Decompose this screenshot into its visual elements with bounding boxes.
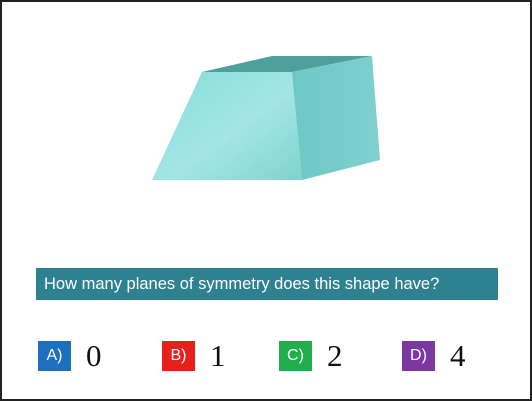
option-d[interactable]: D) 4 bbox=[402, 337, 466, 375]
option-b-badge: B) bbox=[162, 341, 195, 371]
question-text: How many planes of symmetry does this sh… bbox=[44, 275, 440, 293]
option-d-badge: D) bbox=[402, 341, 435, 371]
option-b-value: 1 bbox=[210, 338, 226, 373]
option-b[interactable]: B) 1 bbox=[162, 337, 226, 375]
option-d-value: 4 bbox=[450, 338, 466, 373]
frustum-top-face bbox=[202, 56, 372, 72]
frustum-front-face bbox=[152, 72, 302, 180]
question-banner: How many planes of symmetry does this sh… bbox=[36, 268, 498, 300]
option-c[interactable]: C) 2 bbox=[279, 337, 343, 375]
option-c-badge: C) bbox=[279, 341, 312, 371]
option-c-value: 2 bbox=[327, 338, 343, 373]
option-a[interactable]: A) 0 bbox=[38, 337, 102, 375]
option-a-value: 0 bbox=[86, 338, 102, 373]
option-a-badge: A) bbox=[38, 341, 71, 371]
frustum-side-face bbox=[292, 56, 380, 180]
frustum-icon bbox=[152, 56, 380, 180]
